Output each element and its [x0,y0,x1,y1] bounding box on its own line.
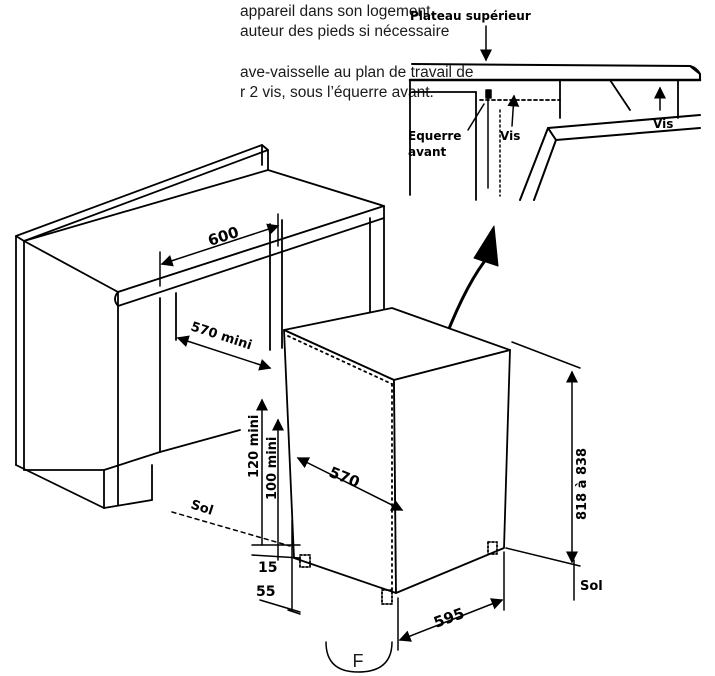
label-front-bracket-1: Equerre [408,129,461,143]
inset-detail: Plateau supérieur Equerre avant Vis Vis [408,9,702,201]
instruction-line-4: r 2 vis, sous l’équerre avant. [240,84,434,101]
inset-top-plate [408,63,702,82]
dishwasher [283,307,511,605]
inset-cabinet-edges [409,79,679,201]
label-floor-left: Sol [189,498,215,519]
dim-min-depth: 570 mini [189,320,254,354]
instruction-line-3: ave-vaisselle au plan de travail de [240,64,474,81]
dim-min-height-100: 100 mini [265,437,280,500]
label-front-bracket-2: avant [408,145,447,159]
dim-gap-15: 15 [258,560,277,576]
instruction-line-2: auteur des pieds si nécessaire [240,23,450,40]
inset-bracket [485,89,501,197]
label-top-plate: Plateau supérieur [410,9,531,23]
dim-min-height-120: 120 mini [247,415,262,478]
dim-appliance-width: 595 [431,604,467,632]
instruction-text: appareil dans son logement, auteur des p… [240,2,474,103]
label-floor-right: Sol [580,579,603,594]
dimension-lines [159,213,581,651]
inset-door-panel [519,114,701,201]
page-marker: F [320,642,396,676]
instruction-line-1: appareil dans son logement, [240,3,435,20]
page-marker-arc [325,641,393,673]
dim-height-range: 818 à 838 [575,448,590,520]
inset-leader-lines [467,25,666,131]
page-marker-letter: F [352,651,364,671]
dim-gap-55: 55 [256,584,275,600]
label-screw-left: Vis [500,129,520,143]
label-screw-right: Vis [653,117,673,131]
